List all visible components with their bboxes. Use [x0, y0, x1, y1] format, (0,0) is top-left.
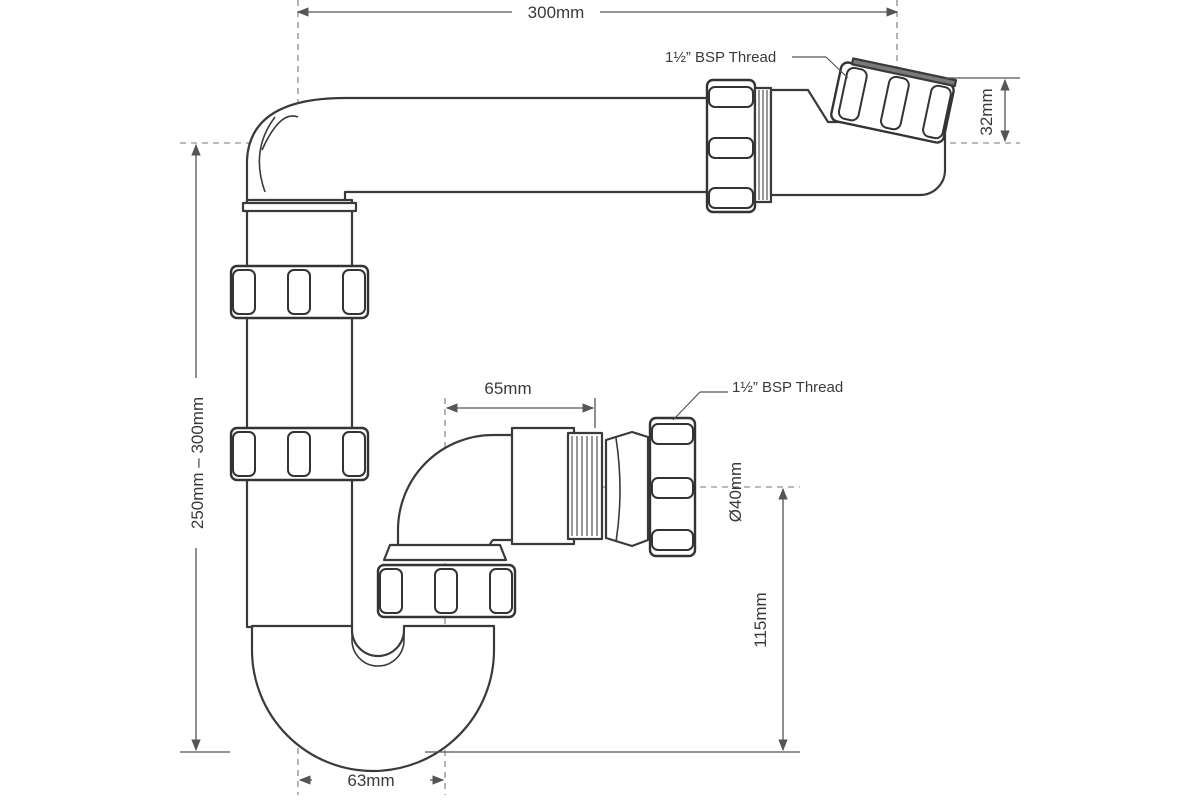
inlet-nut	[648, 416, 697, 558]
middle-pipe-nut	[229, 426, 370, 482]
dimension-32mm: 32mm	[945, 77, 1020, 143]
upper-arm-connector	[753, 86, 947, 204]
upper-pipe-nut	[229, 264, 370, 320]
top-outlet-nut	[830, 57, 958, 144]
trap-nut	[376, 563, 517, 619]
dimension-65mm: 65mm	[445, 379, 596, 428]
label-32mm: 32mm	[977, 88, 996, 135]
label-63mm: 63mm	[347, 771, 394, 790]
vertical-pipe	[241, 198, 358, 629]
dimension-115mm: 115mm	[425, 487, 800, 753]
label-top-thread: 1½” BSP Thread	[665, 49, 776, 66]
label-height-range: 250mm – 300mm	[188, 397, 207, 529]
label-300mm: 300mm	[528, 3, 585, 22]
dimension-300mm: 300mm	[296, 3, 899, 22]
dimension-63mm: 63mm	[298, 771, 445, 790]
callout-inlet-thread: 1½” BSP Thread	[672, 379, 843, 421]
trap-u-bend	[250, 624, 496, 773]
dimension-height: 250mm – 300mm	[180, 143, 230, 753]
upper-arm-nut	[705, 78, 757, 214]
inlet-elbow	[382, 426, 650, 562]
upper-arm-pipe	[245, 96, 714, 207]
dimension-40mm: Ø40mm	[726, 462, 745, 522]
inlet-thread-lines	[571, 436, 598, 536]
label-40mm: Ø40mm	[726, 462, 745, 522]
callout-top-thread: 1½” BSP Thread	[665, 49, 849, 79]
label-inlet-thread: 1½” BSP Thread	[732, 379, 843, 396]
label-65mm: 65mm	[484, 379, 531, 398]
label-115mm: 115mm	[751, 592, 770, 647]
